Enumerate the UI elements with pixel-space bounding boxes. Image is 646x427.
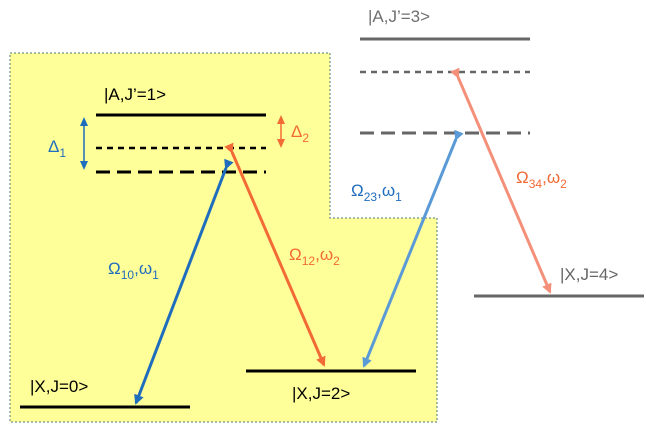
label-omega10: Ω10,ω1	[108, 259, 159, 282]
transition-10-arrow	[134, 158, 234, 405]
label-a1: |A,J’=1>	[104, 85, 166, 104]
label-omega34: Ω34,ω2	[516, 168, 567, 191]
label-x0: |X,J=0>	[30, 377, 88, 396]
transition-34-arrow	[450, 67, 552, 294]
transition-12-arrow	[224, 142, 326, 367]
delta2-arrow-head-top	[277, 115, 285, 124]
delta1-arrow-head-bottom	[80, 161, 88, 170]
label-omega12: Ω12,ω2	[289, 245, 340, 268]
highlight-region	[9, 52, 438, 423]
transition-23-arrow	[362, 129, 464, 368]
label-x2: |X,J=2>	[292, 384, 350, 403]
label-x4: |X,J=4>	[560, 265, 618, 284]
label-a3: |A,J’=3>	[368, 7, 430, 26]
label-delta2: Δ2	[291, 122, 309, 145]
delta1-arrow-head-top	[80, 117, 88, 126]
label-omega23: Ω23,ω1	[351, 181, 402, 204]
label-delta1: Δ1	[48, 137, 66, 160]
